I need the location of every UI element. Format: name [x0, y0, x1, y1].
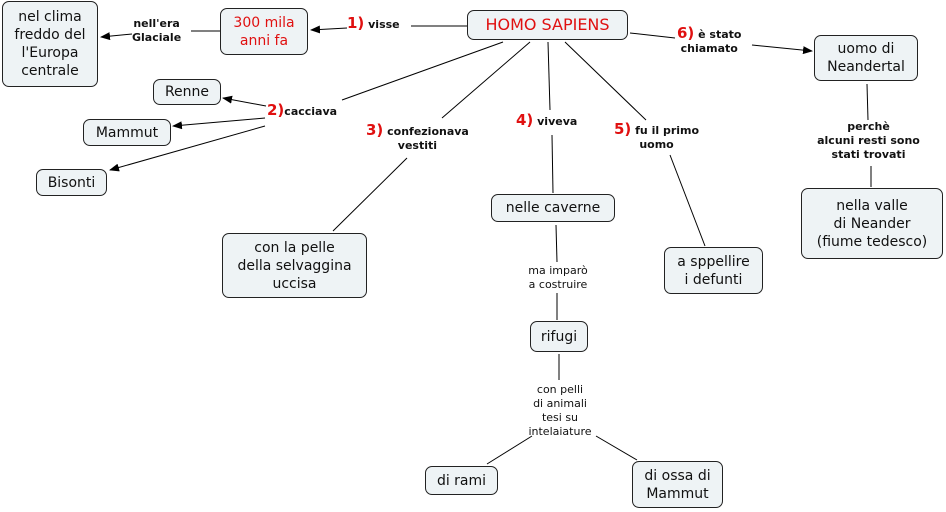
link-number: 2) [267, 101, 285, 119]
arrow [100, 32, 133, 41]
link-text: confezionava vestiti [387, 125, 469, 152]
node-bisonti[interactable]: Bisonti [36, 169, 107, 196]
node-clima-freddo[interactable]: nel clima freddo del l'Europa centrale [2, 1, 98, 87]
node-renne[interactable]: Renne [153, 79, 221, 105]
link-label-era-glaciale: nell'era Glaciale [132, 17, 182, 44]
node-mammut[interactable]: Mammut [83, 119, 171, 146]
line [547, 41, 551, 111]
arrow [222, 95, 267, 107]
arrow [310, 25, 348, 34]
line [595, 435, 638, 461]
node-nelle-caverne[interactable]: nelle caverne [491, 194, 615, 222]
line [551, 134, 554, 194]
node-di-rami[interactable]: di rami [425, 466, 498, 495]
link-text: viveva [533, 115, 578, 128]
line [669, 154, 706, 247]
line [441, 41, 531, 119]
line [486, 435, 533, 465]
link-label-cacciava: 2)cacciava [267, 103, 337, 119]
link-text: cacciava [284, 105, 338, 118]
link-number: 4) [516, 111, 534, 129]
link-label-confezionava: 3) confezionava vestiti [366, 123, 469, 153]
node-uomo-neandertal[interactable]: uomo di Neandertal [814, 35, 918, 81]
link-label-pelli-animali: con pelli di animali tesi su intelaiatur… [528, 383, 592, 438]
link-text: fu il primo uomo [635, 124, 700, 151]
line [564, 41, 647, 121]
node-ossa-mammut[interactable]: di ossa di Mammut [632, 461, 723, 508]
link-number: 3) [366, 121, 384, 139]
link-label-viveva: 4) viveva [516, 113, 577, 129]
link-label-chiamato: 6) è stato chiamato [677, 26, 741, 56]
line [341, 41, 504, 101]
line [332, 157, 408, 232]
line [866, 83, 869, 121]
link-label-primo-uomo: 5) fu il primo uomo [614, 122, 699, 152]
arrow [751, 44, 813, 55]
link-number: 1) [347, 14, 365, 32]
node-rifugi[interactable]: rifugi [530, 321, 588, 352]
link-text: visse [364, 18, 400, 31]
line [555, 224, 558, 263]
link-label-perche: perchè alcuni resti sono stati trovati [817, 120, 920, 161]
node-pelle-selvaggina[interactable]: con la pelle della selvaggina uccisa [222, 233, 367, 298]
link-number: 6) [677, 24, 695, 42]
arrow [109, 125, 266, 172]
node-homo-sapiens[interactable]: HOMO SAPIENS [467, 10, 628, 40]
node-valle-neander[interactable]: nella valle di Neander (fiume tedesco) [801, 188, 943, 259]
link-text: è stato chiamato [680, 28, 742, 55]
link-number: 5) [614, 120, 632, 138]
node-300-mila-anni-fa[interactable]: 300 mila anni fa [220, 8, 308, 55]
link-label-visse: 1) visse [347, 16, 400, 32]
link-label-imparo: ma imparò a costruire [528, 264, 588, 291]
node-seppellire-defunti[interactable]: a sppellire i defunti [664, 247, 763, 294]
line [629, 32, 676, 39]
arrow [172, 117, 266, 130]
